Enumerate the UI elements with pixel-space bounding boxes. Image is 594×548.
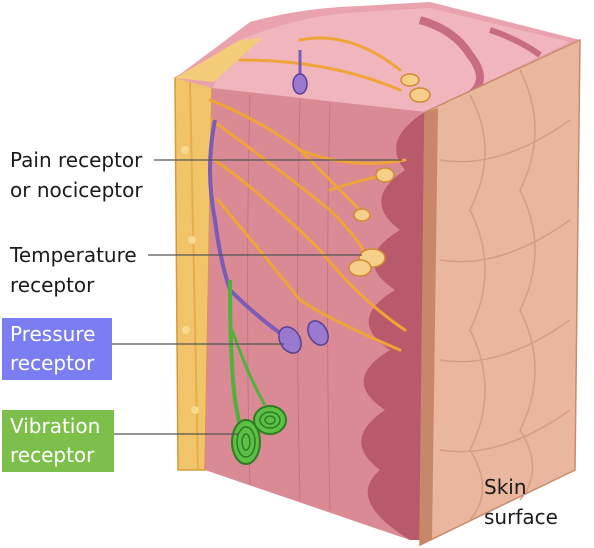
pain-receptor-line1: Pain receptor xyxy=(10,148,143,172)
skin-surface-line1: Skin xyxy=(484,475,527,499)
vibration-receptor-label: Vibration receptor xyxy=(2,410,114,472)
epidermis-surface xyxy=(419,38,581,547)
purple-nerve xyxy=(208,50,308,342)
orange-nerves xyxy=(208,36,407,352)
skin-surface-line2: surface xyxy=(484,505,558,529)
pressure-receptor-label: Pressure receptor xyxy=(2,318,112,380)
pressure-receptor-line2: receptor xyxy=(10,351,95,375)
skin-surface-label: Skin surface xyxy=(484,472,558,532)
receptor-bulbs xyxy=(348,73,431,277)
temperature-receptor-line1: Temperature xyxy=(10,243,137,267)
leader-lines xyxy=(110,159,402,435)
pain-receptor-line2: or nociceptor xyxy=(10,178,143,202)
vibration-receptor-corpuscles xyxy=(228,279,287,465)
temperature-receptor-label: Temperature receptor xyxy=(10,240,137,300)
pain-receptor-label: Pain receptor or nociceptor xyxy=(10,145,143,205)
vibration-receptor-line1: Vibration xyxy=(10,414,101,438)
vibration-receptor-line2: receptor xyxy=(10,443,95,467)
pressure-receptor-bulbs xyxy=(278,320,329,354)
pressure-receptor-line1: Pressure xyxy=(10,322,96,346)
temperature-receptor-line2: receptor xyxy=(10,273,95,297)
